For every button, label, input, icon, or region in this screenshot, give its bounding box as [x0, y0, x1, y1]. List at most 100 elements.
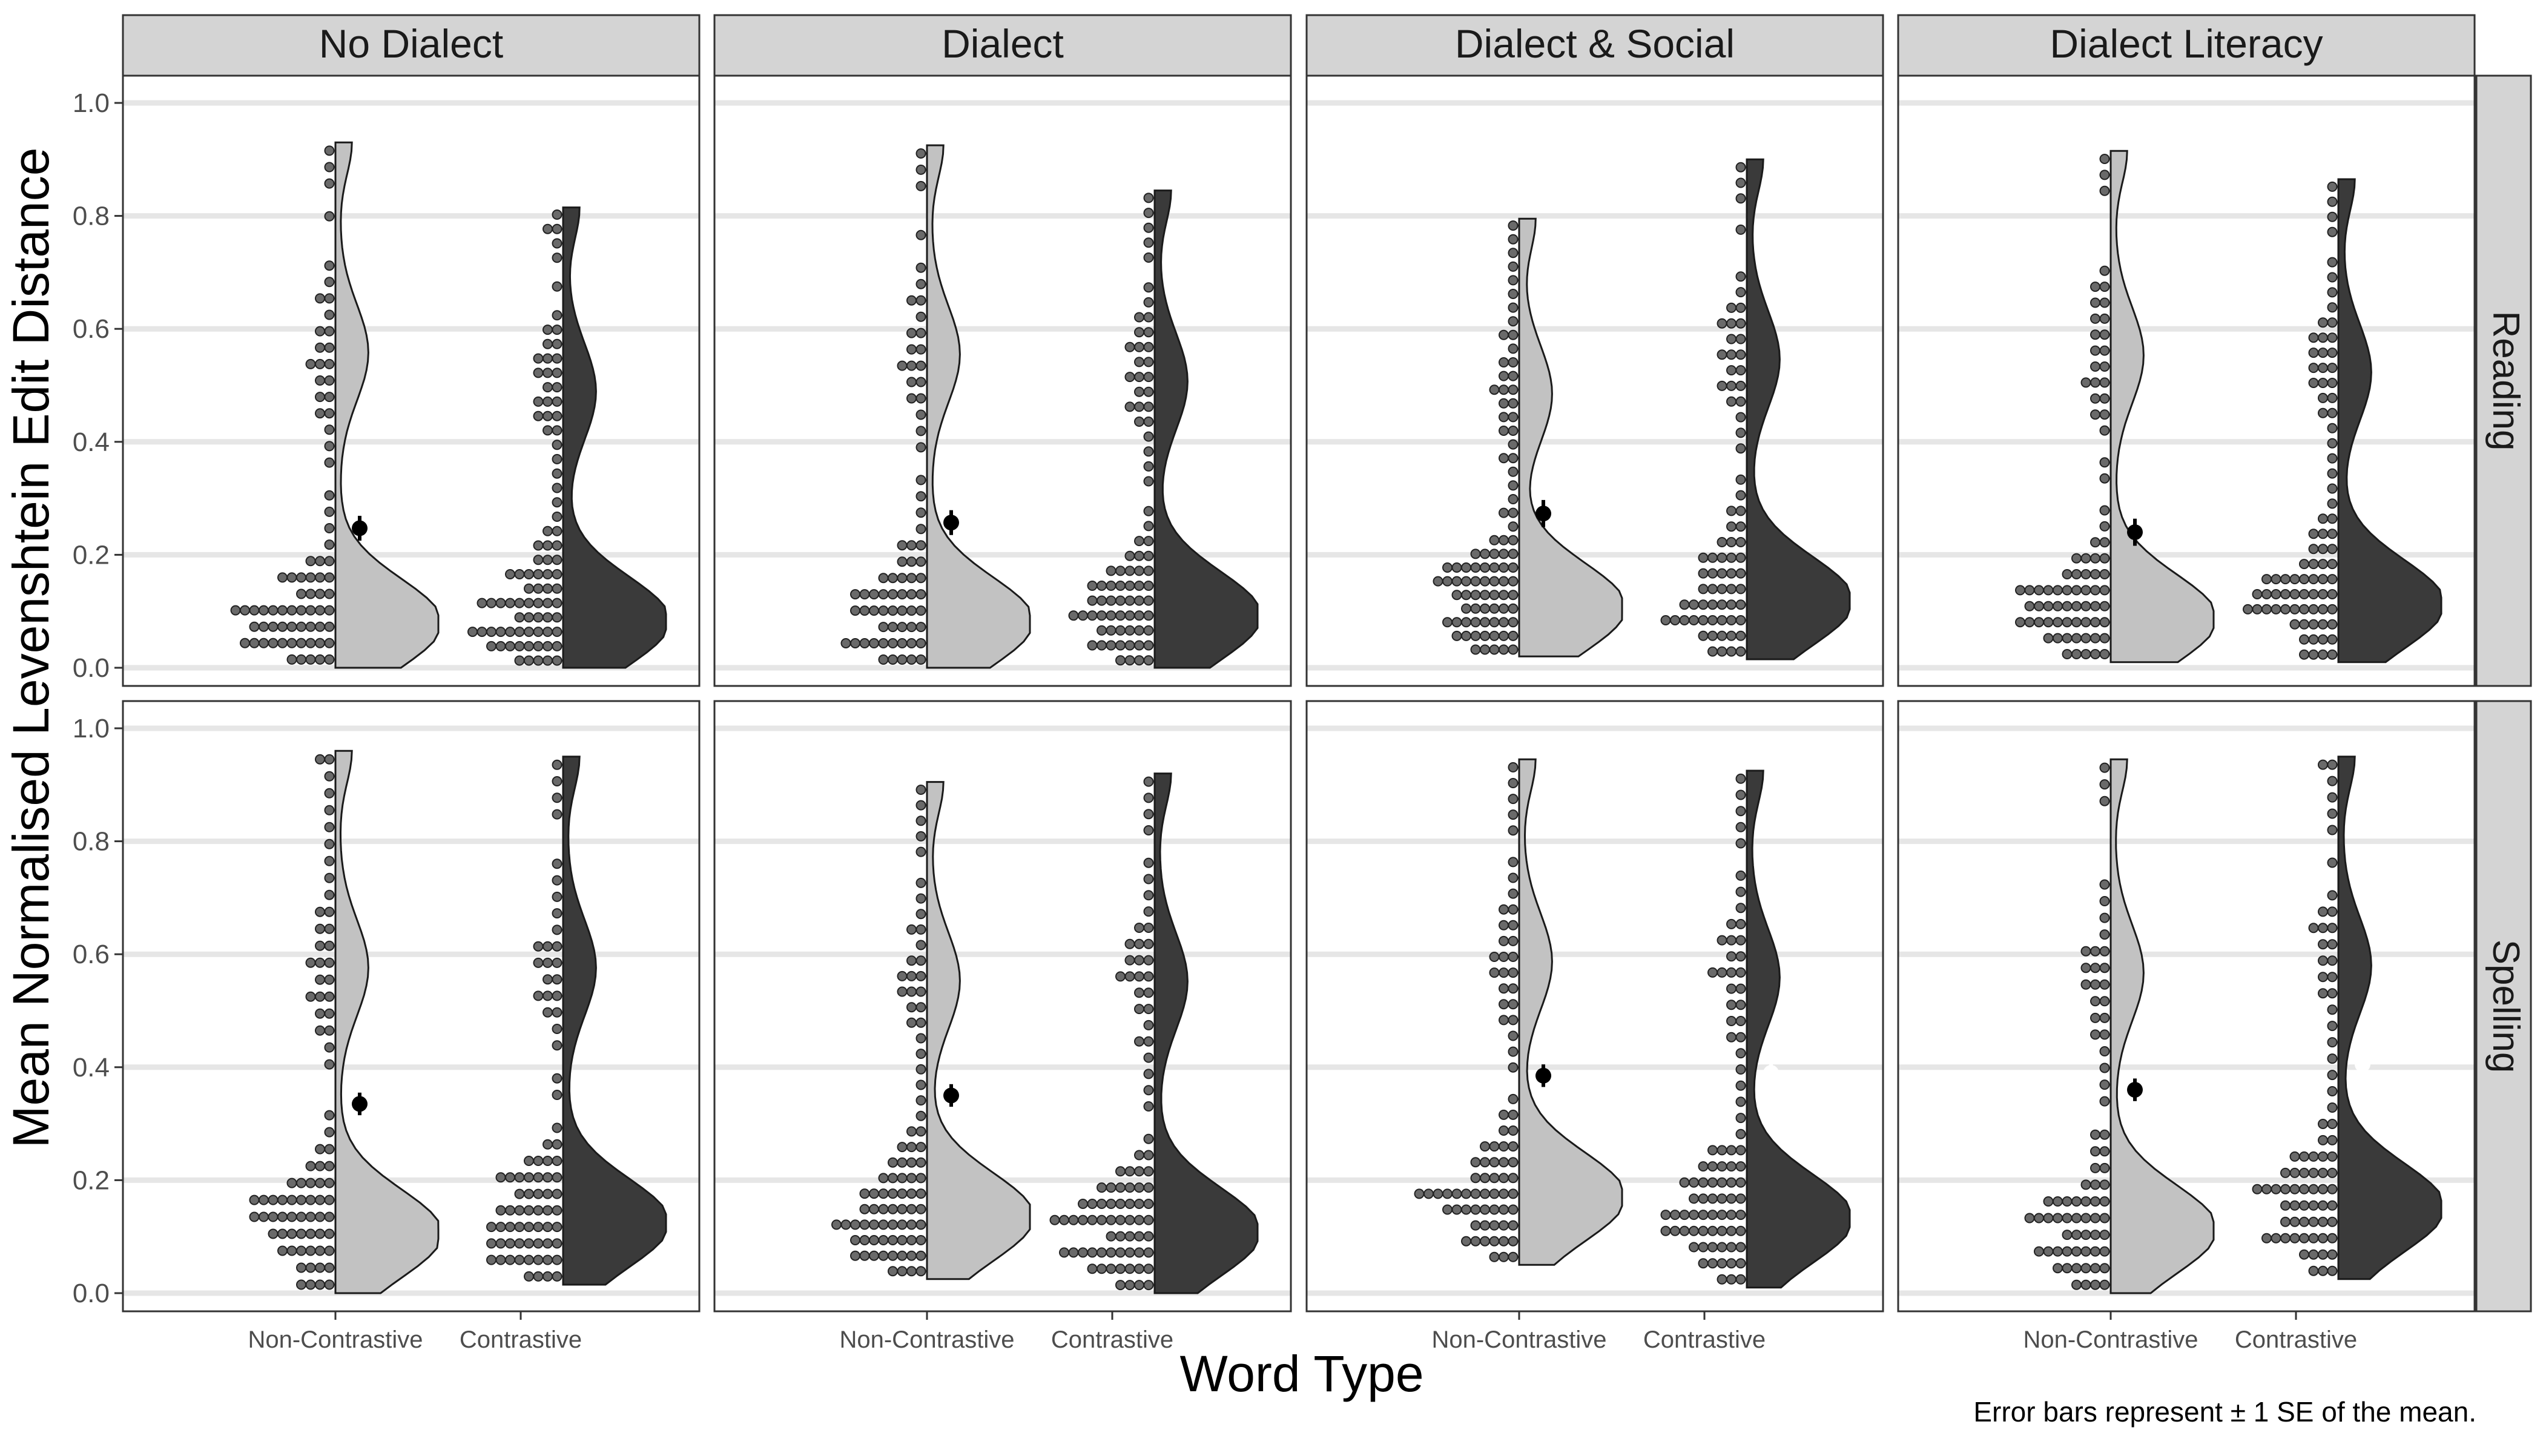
- data-point: [1470, 1157, 1481, 1168]
- data-point: [1726, 1032, 1737, 1043]
- data-point: [1717, 646, 1727, 657]
- data-point: [1508, 1157, 1519, 1168]
- data-point: [1106, 610, 1116, 621]
- data-point: [2318, 619, 2328, 630]
- data-point: [1735, 789, 1746, 800]
- data-point: [1726, 1210, 1737, 1220]
- data-point: [1499, 1015, 1509, 1026]
- data-point: [1717, 1145, 1727, 1156]
- data-point: [552, 1007, 562, 1018]
- data-point: [2099, 963, 2110, 973]
- data-point: [1679, 1177, 1690, 1188]
- data-point: [1143, 536, 1154, 547]
- data-point: [2062, 1230, 2073, 1240]
- data-point: [915, 1157, 926, 1168]
- data-point: [2062, 569, 2073, 579]
- data-point: [2099, 617, 2110, 628]
- data-point: [505, 598, 515, 608]
- data-point: [2327, 438, 2338, 449]
- data-point: [2327, 498, 2338, 509]
- data-point: [906, 360, 917, 371]
- data-point: [315, 358, 325, 369]
- data-point: [1143, 297, 1154, 308]
- data-point: [543, 540, 553, 551]
- data-point: [305, 991, 316, 1002]
- data-point: [1508, 630, 1519, 641]
- data-point: [1470, 603, 1481, 614]
- data-point: [2318, 589, 2328, 599]
- data-point: [240, 605, 250, 616]
- data-point: [1508, 329, 1519, 340]
- data-point: [296, 588, 306, 599]
- data-point: [1508, 466, 1519, 477]
- data-point: [2318, 1200, 2328, 1211]
- data-point: [1726, 396, 1737, 407]
- data-point: [324, 408, 335, 419]
- data-point: [2318, 559, 2328, 570]
- data-point: [296, 621, 306, 632]
- data-point: [2099, 762, 2110, 773]
- data-point: [915, 605, 926, 616]
- data-point: [906, 1002, 917, 1013]
- data-point: [315, 1228, 325, 1239]
- data-point: [552, 483, 562, 493]
- data-point: [1143, 1133, 1154, 1144]
- data-point: [878, 1219, 889, 1230]
- data-point: [906, 1017, 917, 1028]
- data-point: [915, 442, 926, 453]
- data-point: [315, 1008, 325, 1019]
- data-point: [2327, 1184, 2338, 1194]
- mean-point-contrastive: [1763, 475, 1779, 491]
- data-point: [2308, 1233, 2319, 1244]
- data-point: [2299, 1184, 2309, 1194]
- data-point: [1735, 334, 1746, 344]
- data-point: [1087, 1199, 1098, 1209]
- data-point: [543, 641, 553, 651]
- data-point: [1726, 630, 1737, 641]
- data-point: [2090, 585, 2100, 596]
- data-point: [2299, 1151, 2309, 1162]
- data-point: [2308, 589, 2319, 599]
- data-point: [1735, 1274, 1746, 1285]
- mean-point-contrastive: [2355, 1056, 2370, 1073]
- data-point: [888, 1157, 898, 1168]
- data-point: [1717, 1177, 1727, 1188]
- data-point: [1717, 568, 1727, 579]
- data-point: [915, 909, 926, 920]
- data-point: [897, 986, 908, 997]
- data-point: [1508, 521, 1519, 532]
- data-point: [888, 605, 898, 616]
- data-point: [1106, 1231, 1116, 1242]
- data-point: [2053, 1246, 2063, 1257]
- data-point: [1451, 576, 1462, 587]
- data-point: [324, 1194, 335, 1205]
- data-point: [1508, 1220, 1519, 1231]
- data-point: [315, 957, 325, 968]
- data-point: [552, 468, 562, 479]
- data-point: [1660, 615, 1671, 625]
- data-point: [1508, 316, 1519, 327]
- data-point: [915, 475, 926, 486]
- x-tick-label-non-contrastive: Non-Contrastive: [248, 1326, 423, 1353]
- data-point: [505, 1254, 515, 1265]
- y-tick-label: 0.8: [73, 202, 110, 231]
- data-point: [897, 1157, 908, 1168]
- data-point: [906, 638, 917, 648]
- data-point: [915, 1017, 926, 1028]
- data-point: [2271, 1233, 2281, 1244]
- data-point: [1480, 548, 1490, 559]
- data-point: [2071, 1279, 2082, 1290]
- panel-reading-dialect-literacy: [1897, 74, 2476, 687]
- data-point: [2080, 963, 2091, 973]
- data-point: [533, 1188, 544, 1199]
- data-point: [324, 1228, 335, 1239]
- data-point: [495, 598, 506, 608]
- data-point: [533, 396, 544, 407]
- data-point: [286, 1245, 297, 1256]
- panel-border: [122, 74, 701, 687]
- data-point: [296, 637, 306, 648]
- data-point: [514, 569, 525, 579]
- data-point: [2327, 589, 2338, 599]
- data-point: [1143, 955, 1154, 966]
- data-point: [2299, 1167, 2309, 1178]
